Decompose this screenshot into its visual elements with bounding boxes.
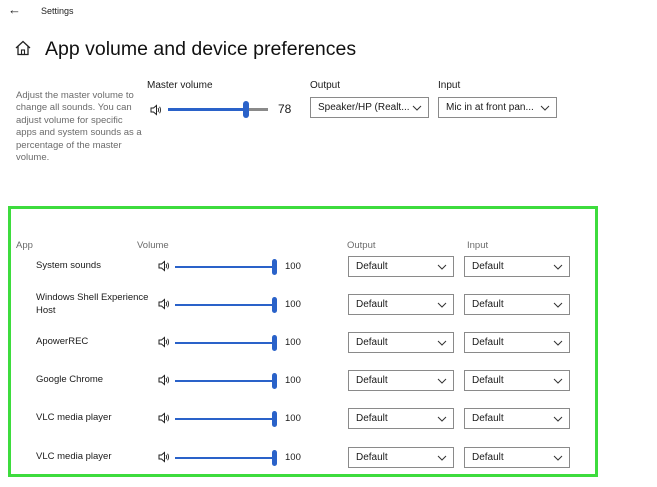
app-volume-slider[interactable] <box>175 418 275 420</box>
app-volume-thumb[interactable] <box>272 259 277 275</box>
chevron-down-icon <box>540 105 550 111</box>
app-output-dropdown[interactable]: Default <box>348 408 454 429</box>
chevron-down-icon <box>437 378 447 384</box>
column-header-volume: Volume <box>137 240 169 251</box>
app-input-dropdown[interactable]: Default <box>464 370 570 391</box>
page-description: Adjust the master volume to change all s… <box>16 90 142 164</box>
chevron-down-icon <box>412 105 422 111</box>
speaker-icon[interactable] <box>158 451 171 463</box>
master-volume-label: Master volume <box>147 80 213 91</box>
app-volume-slider[interactable] <box>175 304 275 306</box>
app-input-dropdown[interactable]: Default <box>464 408 570 429</box>
speaker-icon[interactable] <box>158 260 171 272</box>
master-volume-slider[interactable] <box>168 101 268 118</box>
app-input-value: Default <box>472 261 504 272</box>
speaker-icon[interactable] <box>150 104 163 116</box>
app-output-dropdown[interactable]: Default <box>348 256 454 277</box>
master-volume-fill <box>168 108 246 111</box>
master-input-value: Mic in at front pan... <box>446 102 534 113</box>
app-output-value: Default <box>356 299 388 310</box>
app-volume-value: 100 <box>285 452 301 463</box>
app-volume-value: 100 <box>285 413 301 424</box>
app-volume-value: 100 <box>285 375 301 386</box>
chevron-down-icon <box>553 416 563 422</box>
speaker-icon[interactable] <box>158 374 171 386</box>
chevron-down-icon <box>553 302 563 308</box>
app-input-dropdown[interactable]: Default <box>464 294 570 315</box>
chevron-down-icon <box>553 264 563 270</box>
app-name: ApowerREC <box>36 336 89 347</box>
app-input-value: Default <box>472 299 504 310</box>
master-input-dropdown[interactable]: Mic in at front pan... <box>438 97 557 118</box>
app-name: Google Chrome <box>36 374 104 385</box>
app-output-value: Default <box>356 375 388 386</box>
app-output-value: Default <box>356 261 388 272</box>
app-output-value: Default <box>356 452 388 463</box>
app-volume-slider[interactable] <box>175 380 275 382</box>
app-volume-thumb[interactable] <box>272 373 277 389</box>
chevron-down-icon <box>437 302 447 308</box>
app-input-dropdown[interactable]: Default <box>464 256 570 277</box>
app-input-value: Default <box>472 337 504 348</box>
app-volume-panel-highlight <box>8 206 598 477</box>
app-volume-slider[interactable] <box>175 266 275 268</box>
chevron-down-icon <box>437 416 447 422</box>
app-input-value: Default <box>472 452 504 463</box>
app-input-dropdown[interactable]: Default <box>464 447 570 468</box>
app-volume-thumb[interactable] <box>272 450 277 466</box>
chevron-down-icon <box>553 378 563 384</box>
column-header-app: App <box>16 240 33 251</box>
app-input-value: Default <box>472 375 504 386</box>
chevron-down-icon <box>553 340 563 346</box>
app-volume-slider[interactable] <box>175 457 275 459</box>
app-volume-thumb[interactable] <box>272 335 277 351</box>
speaker-icon[interactable] <box>158 298 171 310</box>
title-bar: ← Settings <box>0 0 657 24</box>
app-volume-thumb[interactable] <box>272 411 277 427</box>
app-volume-value: 100 <box>285 337 301 348</box>
app-output-value: Default <box>356 413 388 424</box>
back-arrow-icon[interactable]: ← <box>8 2 21 17</box>
master-volume-thumb[interactable] <box>243 101 249 118</box>
master-input-label: Input <box>438 80 461 91</box>
master-volume-value: 78 <box>278 102 292 116</box>
speaker-icon[interactable] <box>158 412 171 424</box>
master-output-value: Speaker/HP (Realt... <box>318 102 410 113</box>
app-volume-thumb[interactable] <box>272 297 277 313</box>
app-name: Windows Shell Experience Host <box>36 292 149 316</box>
app-output-value: Default <box>356 337 388 348</box>
chevron-down-icon <box>553 455 563 461</box>
app-name: System sounds <box>36 260 101 271</box>
chevron-down-icon <box>437 455 447 461</box>
app-name: VLC media player <box>36 412 112 423</box>
app-output-dropdown[interactable]: Default <box>348 294 454 315</box>
app-volume-slider[interactable] <box>175 342 275 344</box>
master-output-dropdown[interactable]: Speaker/HP (Realt... <box>310 97 429 118</box>
app-output-dropdown[interactable]: Default <box>348 370 454 391</box>
chevron-down-icon <box>437 264 447 270</box>
page-title: App volume and device preferences <box>45 38 357 60</box>
app-input-value: Default <box>472 413 504 424</box>
column-header-output: Output <box>347 240 376 251</box>
speaker-icon[interactable] <box>158 336 171 348</box>
home-icon[interactable] <box>14 39 32 57</box>
app-output-dropdown[interactable]: Default <box>348 332 454 353</box>
app-volume-value: 100 <box>285 261 301 272</box>
column-header-input: Input <box>467 240 489 251</box>
chevron-down-icon <box>437 340 447 346</box>
master-output-label: Output <box>310 80 341 91</box>
app-name: VLC media player <box>36 451 112 462</box>
window-title: Settings <box>41 6 74 16</box>
app-output-dropdown[interactable]: Default <box>348 447 454 468</box>
app-volume-value: 100 <box>285 299 301 310</box>
app-input-dropdown[interactable]: Default <box>464 332 570 353</box>
